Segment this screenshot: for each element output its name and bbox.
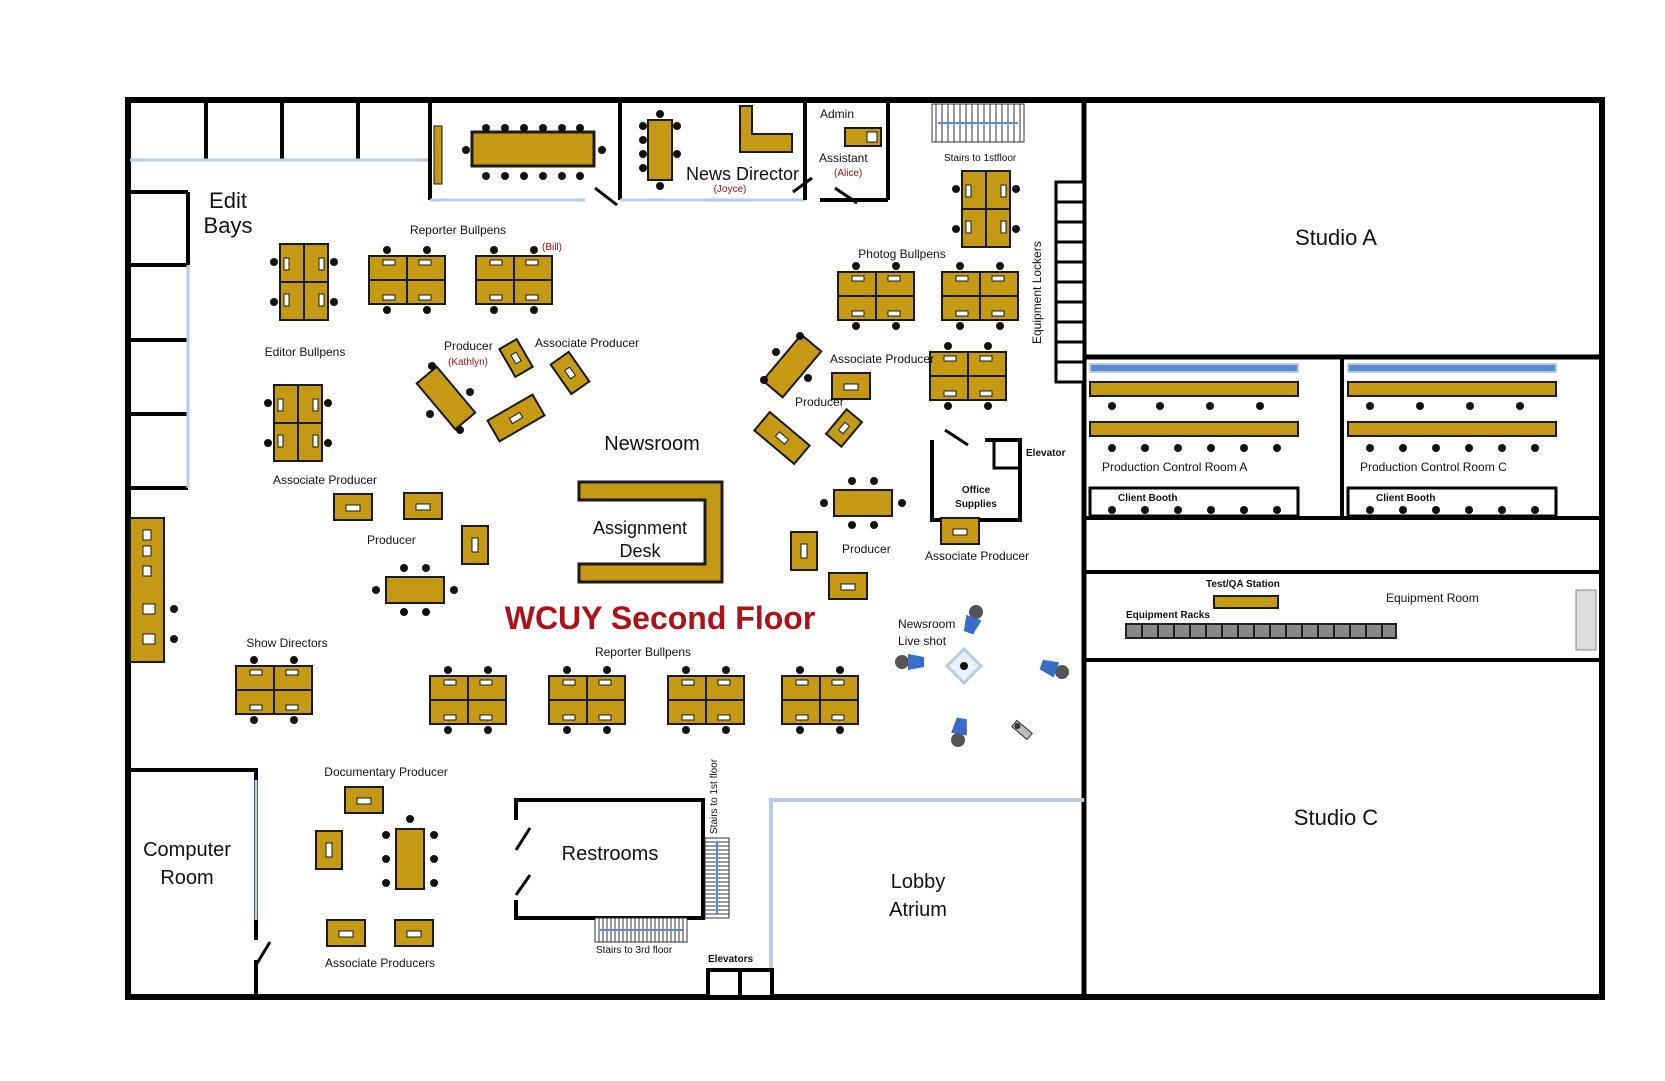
assignment-desk-shape (577, 480, 724, 584)
office-supplies-room (930, 428, 1022, 522)
associate-producer-label-2: Associate Producer (830, 352, 935, 366)
restrooms-label: Restrooms (561, 843, 659, 865)
news-director-label: News Director (686, 164, 800, 184)
documentary-producer-label: Documentary Producer (324, 765, 448, 779)
stairs-first-floor-side-label: Stairs to 1st floor (709, 758, 720, 834)
bill-name: (Bill) (542, 242, 562, 253)
admin-label: Admin (820, 107, 855, 121)
news-director-office (620, 100, 813, 202)
client-booth-a-label: Client Booth (1118, 493, 1178, 504)
studio-a-label: Studio A (1295, 225, 1377, 250)
producer-label-3: Producer (795, 395, 844, 409)
equipment-racks-label: Equipment Racks (1126, 610, 1210, 621)
floor-title: WCUY Second Floor (504, 600, 816, 636)
elevator-label: Elevator (1026, 448, 1066, 459)
equipment-lockers (1054, 180, 1086, 384)
studio-c-label: Studio C (1293, 805, 1379, 830)
stairs-third-floor-label: Stairs to 3rd floor (596, 945, 673, 956)
associate-producer-label-3: Associate Producer (273, 473, 378, 487)
lobby-walls (706, 798, 1084, 999)
associate-producer-label-1: Associate Producer (535, 336, 640, 350)
reporter-bullpens-bottom-label: Reporter Bullpens (594, 645, 692, 659)
producer-label-1: Producer (444, 339, 493, 353)
news-director-name: (Joyce) (713, 184, 747, 195)
admin-office (820, 100, 890, 205)
photog-bullpens-label: Photog Bullpens (858, 247, 946, 261)
assistant-name: (Alice) (834, 168, 863, 179)
conference-room (428, 100, 622, 207)
newsroom-label: Newsroom (604, 433, 700, 455)
production-control-a-label: Production Control Room A (1102, 460, 1248, 474)
computer-room-walls (128, 768, 272, 997)
equipment-room (1125, 589, 1597, 651)
elevators-label: Elevators (708, 954, 754, 965)
equipment-room-label: Equipment Room (1386, 591, 1479, 605)
equipment-lockers-label: Equipment Lockers (1030, 241, 1044, 344)
restrooms-walls (514, 798, 705, 920)
editor-bullpens-label: Editor Bullpens (264, 345, 346, 359)
assistant-label: Assistant (819, 151, 868, 165)
producer-label-4: Producer (842, 542, 891, 556)
associate-producers-label: Associate Producers (324, 956, 436, 970)
reporter-bullpens-top-label: Reporter Bullpens (409, 223, 507, 237)
show-directors-label: Show Directors (246, 636, 328, 650)
kathlyn-name: (Kathlyn) (448, 357, 489, 368)
production-control-c-label: Production Control Room C (1360, 460, 1507, 474)
test-qa-station-label: Test/QA Station (1206, 579, 1280, 590)
client-booth-c-label: Client Booth (1376, 493, 1436, 504)
stairs-first-floor-top-label: Stairs to 1stfloor (944, 153, 1017, 164)
production-control-a (1088, 363, 1300, 518)
top-stairs (931, 103, 1025, 143)
tables (385, 333, 893, 890)
left-cabinet (129, 517, 178, 663)
production-control-c (1346, 363, 1558, 518)
side-stairs (594, 837, 730, 943)
live-shot-set (895, 602, 1072, 749)
associate-producer-label-4: Associate Producer (925, 549, 1030, 563)
producer-label-2: Producer (367, 533, 416, 547)
